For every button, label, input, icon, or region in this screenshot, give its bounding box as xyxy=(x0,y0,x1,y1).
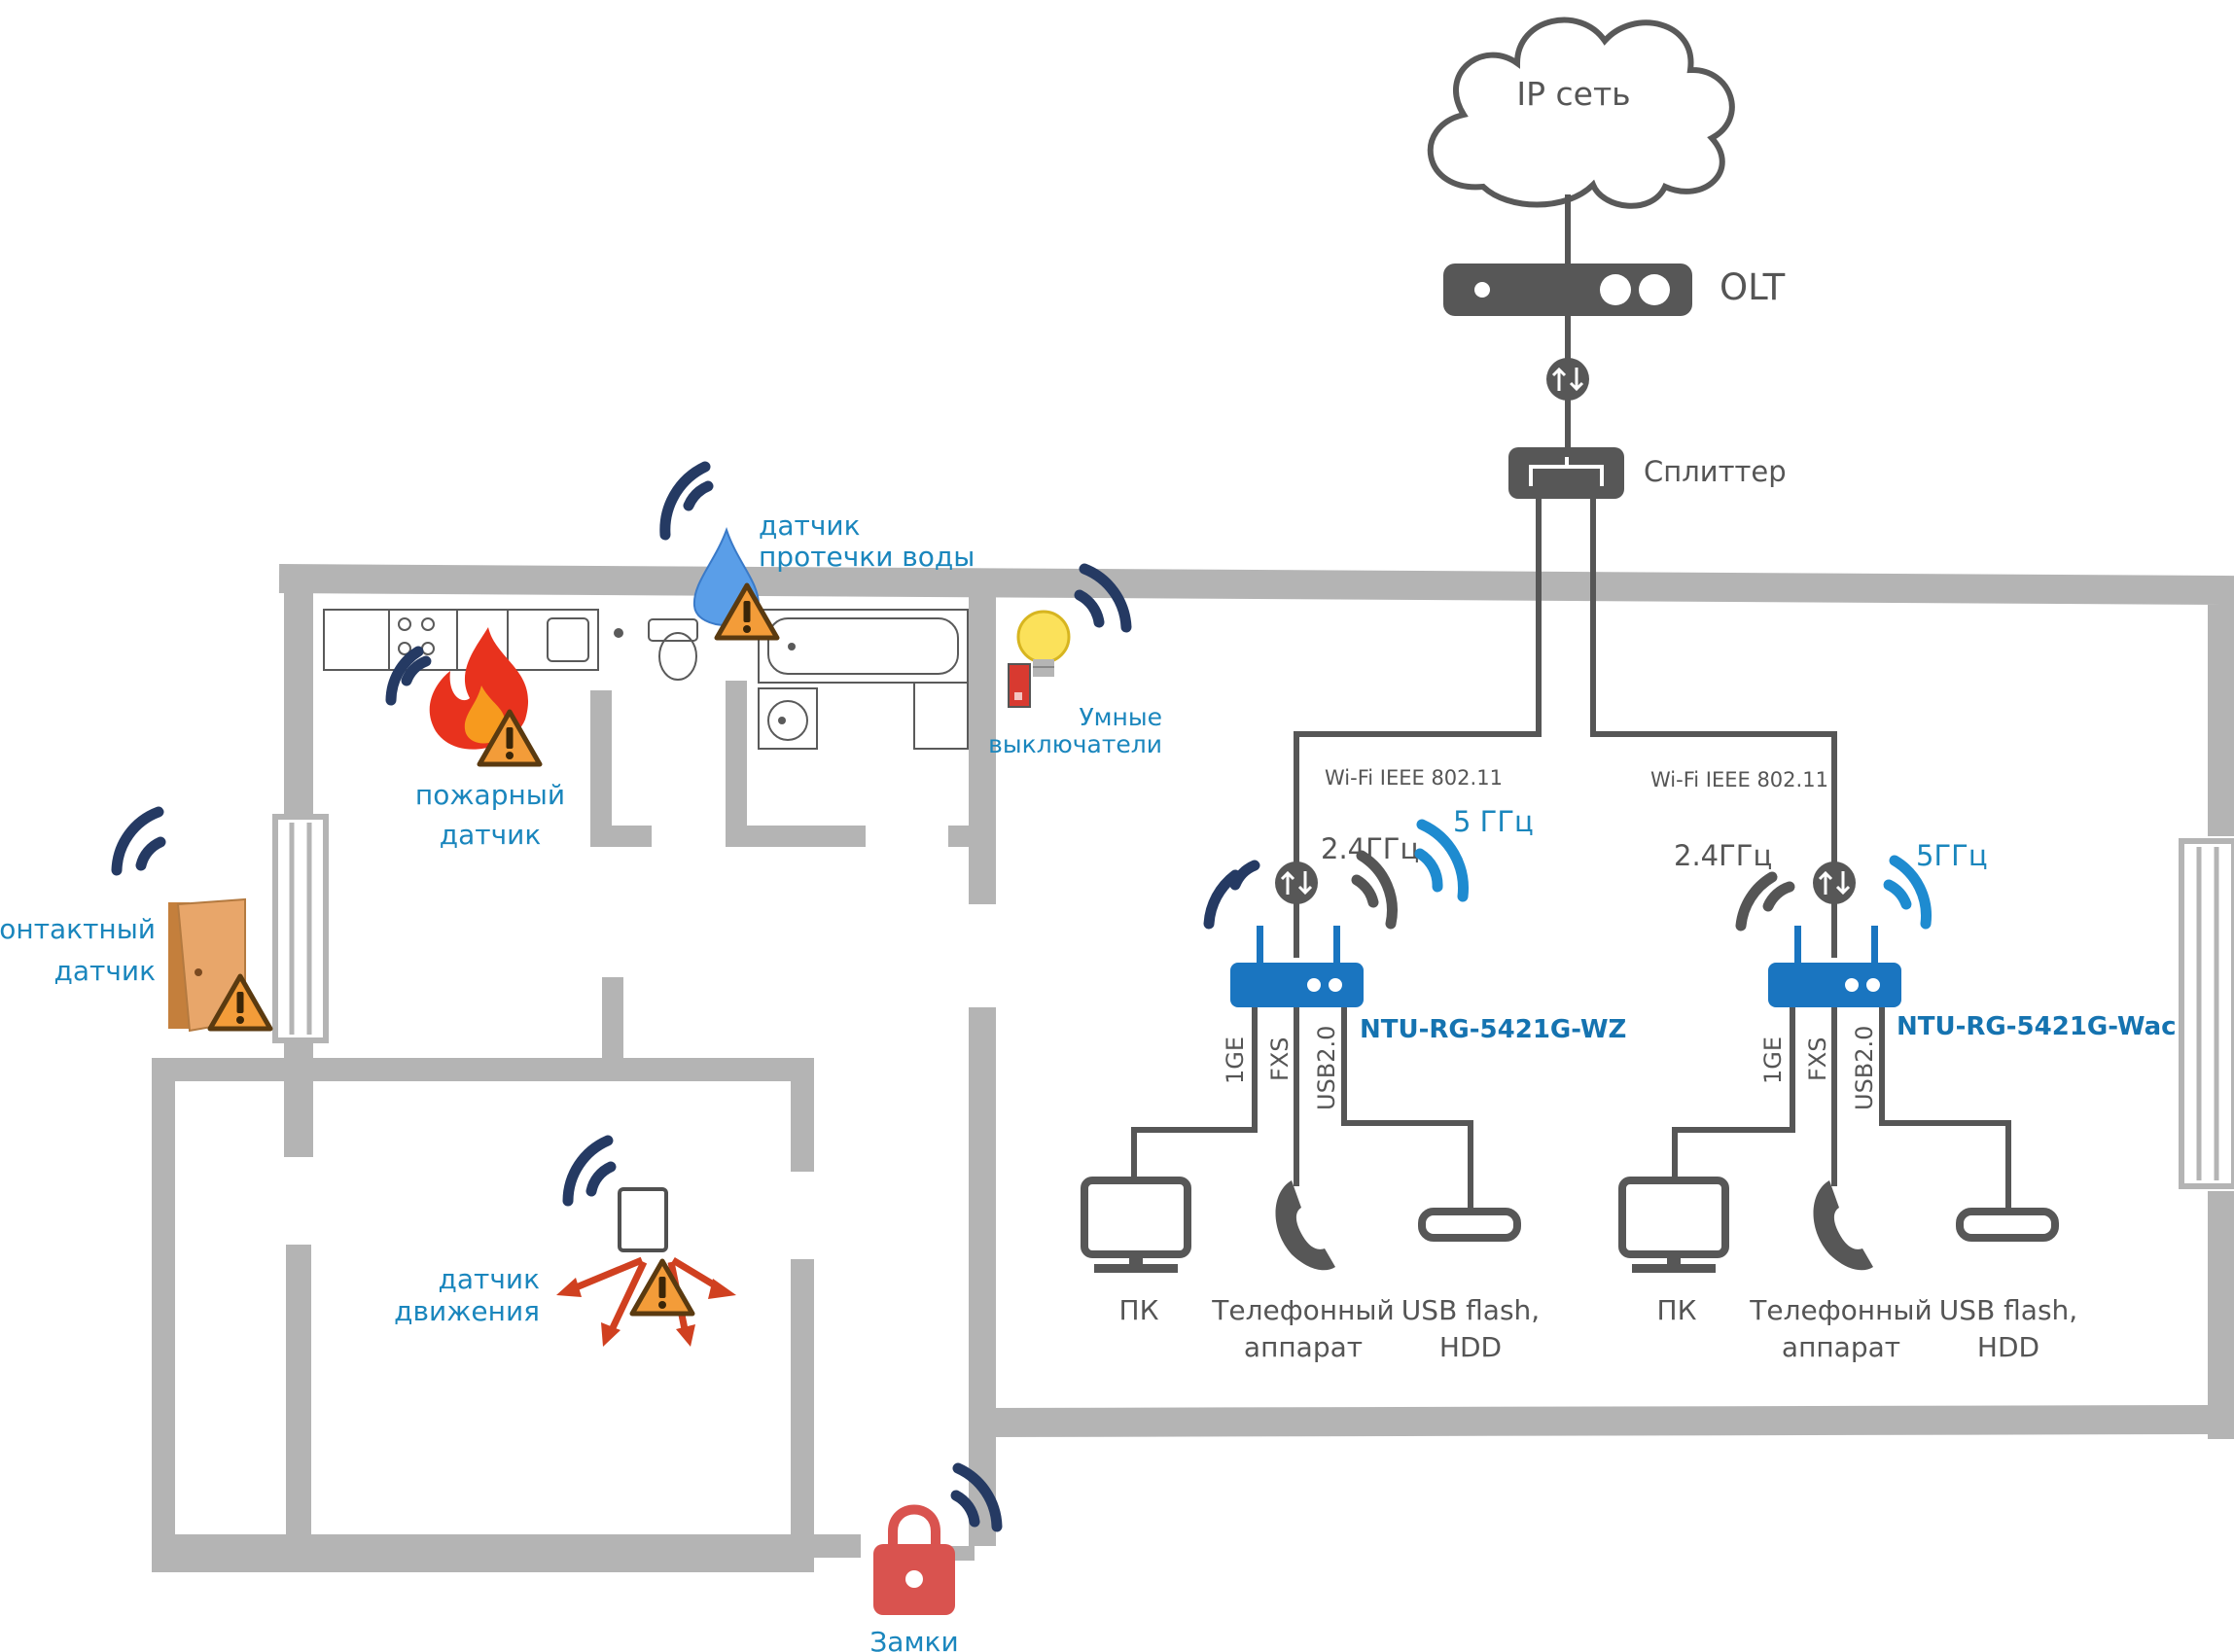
kitchen-counter xyxy=(323,609,623,671)
switch-icon xyxy=(1008,663,1031,708)
router-1-pc-monitor-icon xyxy=(1081,1177,1191,1273)
router-2-port-usb: USB2.0 xyxy=(1851,1026,1878,1110)
contact-wifi-icon xyxy=(111,806,166,876)
lock-wifi-icon xyxy=(950,1462,1003,1532)
wall-wc-right xyxy=(726,681,866,847)
router-1-usb-link xyxy=(1341,1007,1473,1213)
router-1-band-5: 5 ГГц xyxy=(1453,805,1534,838)
router-1-phone-label-2: аппарат xyxy=(1244,1331,1363,1363)
window-left xyxy=(272,814,329,1043)
router-2-usb-label-1: USB flash, xyxy=(1939,1294,2077,1326)
router-1-usb-label-2: HDD xyxy=(1439,1331,1502,1363)
motion-wifi-icon xyxy=(562,1135,617,1207)
router-1-wifi-label: Wi-Fi IEEE 802.11 xyxy=(1325,766,1503,790)
router-1-wifi-left-icon xyxy=(1203,860,1260,930)
router-1-wifi-24-icon xyxy=(1351,850,1398,930)
router-2-band-24: 2.4ГГц xyxy=(1674,839,1772,872)
splitter-label: Сплиттер xyxy=(1644,455,1787,488)
olt-device: OLT xyxy=(1443,264,1786,316)
router-2-pc-label: ПК xyxy=(1657,1294,1697,1326)
router-1-pc-label: ПК xyxy=(1119,1294,1159,1326)
splitter-router2-link xyxy=(1590,499,1837,958)
router-1-device xyxy=(1230,926,1364,1007)
lock-sensor: Замки xyxy=(869,1462,1003,1652)
light-bulb-icon xyxy=(1016,610,1071,677)
switch-label-1: Умные xyxy=(1079,703,1162,731)
router-2-name: NTU-RG-5421G-Wac xyxy=(1897,1012,2177,1041)
router-2-wifi-label: Wi-Fi IEEE 802.11 xyxy=(1650,768,1828,791)
router-2-wifi-24-icon xyxy=(1735,871,1795,931)
router-1-wifi-5-icon xyxy=(1414,819,1469,902)
router-2-port-fxs: FXS xyxy=(1804,1037,1831,1081)
water-label-2: протечки воды xyxy=(759,541,975,573)
fire-label-2: датчик xyxy=(440,819,541,851)
wall-living-bottom xyxy=(986,1405,2223,1437)
switch-wifi-icon xyxy=(1074,563,1132,633)
router-1-port-usb: USB2.0 xyxy=(1313,1026,1340,1110)
motion-arrows-icon xyxy=(556,1256,736,1347)
router-2-port-1ge: 1GE xyxy=(1759,1037,1787,1084)
router-1-group: Wi-Fi IEEE 802.11 2.4ГГц 5 ГГц NTU-RG-54… xyxy=(1081,766,1626,1363)
router-1-usb-label-1: USB flash, xyxy=(1401,1294,1540,1326)
floor-plan xyxy=(152,564,2234,1572)
bathtub xyxy=(758,609,969,750)
outer-wall-top xyxy=(278,564,2234,836)
toilet xyxy=(648,618,698,681)
router-1-connector-icon xyxy=(1275,861,1318,904)
router-2-phone-label-2: аппарат xyxy=(1782,1331,1900,1363)
olt-connector-icon xyxy=(1546,358,1589,401)
router-2-usb-flash-icon xyxy=(1956,1208,2059,1242)
motion-label-1: датчик xyxy=(439,1263,540,1295)
router-2-connector-icon xyxy=(1813,861,1856,904)
smart-switch-sensor: Умные выключатели xyxy=(988,563,1162,758)
router-2-phone-label-1: Телефонный xyxy=(1749,1294,1932,1326)
fire-sensor: пожарный датчик xyxy=(385,627,565,851)
router-1-pc-link xyxy=(1131,1007,1258,1184)
water-leak-sensor: датчик протечки воды xyxy=(659,461,975,638)
router-2-usb-label-2: HDD xyxy=(1977,1331,2039,1363)
padlock-icon xyxy=(873,1504,955,1615)
router-1-port-1ge: 1GE xyxy=(1222,1037,1249,1084)
splitter-device: Сплиттер xyxy=(1508,447,1787,499)
splitter-router1-link xyxy=(1294,499,1542,958)
lock-label: Замки xyxy=(869,1626,958,1652)
switch-label-2: выключатели xyxy=(988,730,1162,758)
router-1-phone-label-1: Телефонный xyxy=(1211,1294,1394,1326)
wall-kitchen-right xyxy=(590,690,652,847)
router-2-telephone-icon xyxy=(1813,1180,1873,1271)
router-2-band-5: 5ГГц xyxy=(1916,839,1988,872)
router-1-telephone-icon xyxy=(1275,1180,1335,1271)
wall-bedroom-bottom xyxy=(152,1259,814,1572)
router-2-pc-monitor-icon xyxy=(1618,1177,1729,1273)
water-wifi-icon xyxy=(659,461,714,541)
wall-bedroom-top xyxy=(152,1058,814,1478)
router-2-group: Wi-Fi IEEE 802.11 2.4ГГц 5ГГц NTU-RG-542… xyxy=(1618,768,2177,1363)
router-1-usb-flash-icon xyxy=(1418,1208,1521,1242)
router-2-usb-link xyxy=(1879,1007,2011,1213)
motion-device-icon xyxy=(618,1187,668,1252)
cloud-label: IP сеть xyxy=(1516,75,1630,113)
motion-sensor: датчик движения xyxy=(394,1135,736,1347)
fire-label-1: пожарный xyxy=(415,779,565,811)
ip-network-cloud: IP сеть xyxy=(1427,17,1735,209)
olt-label: OLT xyxy=(1720,266,1786,308)
router-2-device xyxy=(1768,926,1901,1007)
contact-label-1: контактный xyxy=(0,913,156,945)
router-1-port-fxs: FXS xyxy=(1266,1037,1294,1081)
router-2-pc-link xyxy=(1672,1007,1795,1184)
water-label-1: датчик xyxy=(759,510,860,542)
motion-label-2: движения xyxy=(394,1295,540,1327)
router-2-wifi-5-icon xyxy=(1883,855,1932,930)
contact-sensor: контактный датчик xyxy=(0,806,270,1033)
window-right xyxy=(2179,838,2234,1189)
contact-label-2: датчик xyxy=(54,955,156,987)
router-1-name: NTU-RG-5421G-WZ xyxy=(1360,1015,1626,1044)
fire-wifi-icon xyxy=(385,646,432,706)
